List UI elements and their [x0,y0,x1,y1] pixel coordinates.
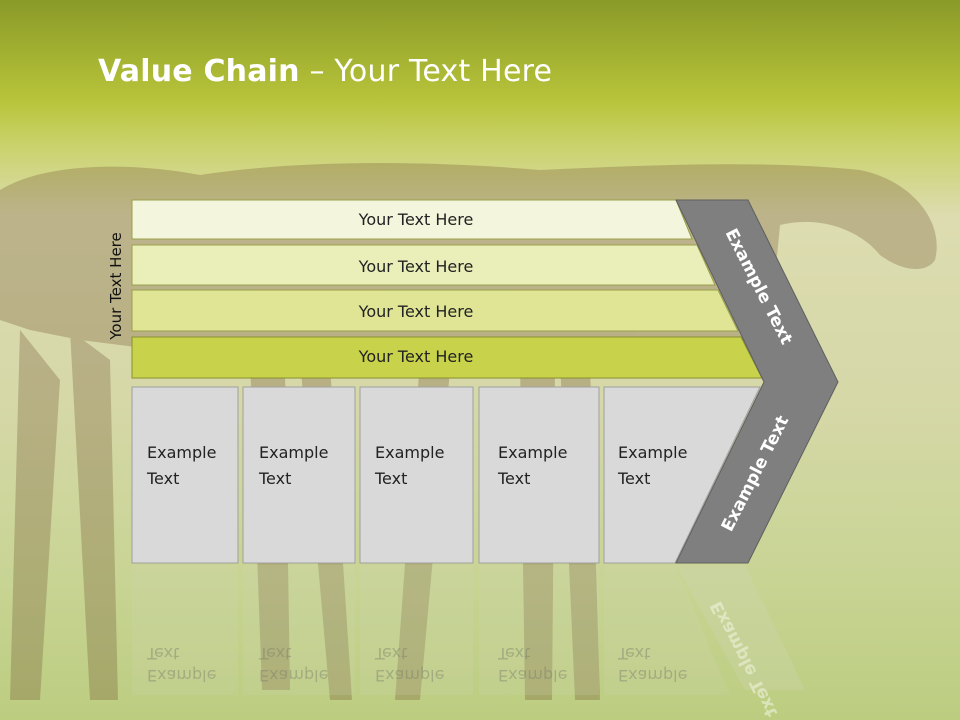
column-text-4b: Text [497,469,530,488]
reflection-text-1a: Text [146,644,179,663]
column-box-4 [478,386,600,564]
column-text-3b: Text [374,469,407,488]
row-label-3: Your Text Here [358,302,474,321]
reflection-box-3 [360,565,473,695]
column-text-5b: Text [617,469,650,488]
row-label-1: Your Text Here [358,210,474,229]
column-text-1b: Text [146,469,179,488]
title-bold: Value Chain [98,54,300,89]
row-label-2: Your Text Here [358,257,474,276]
reflection-box-2 [243,565,355,695]
reflection-text-5a: Text [617,644,650,663]
column-box-5 [603,386,761,564]
slide-title: Value Chain – Your Text Here [98,54,552,89]
column-text-2a: Example [259,443,328,462]
reflection-text-1b: Example [147,666,216,685]
title-rest: – Your Text Here [299,54,553,89]
column-text-2b: Text [258,469,291,488]
column-box-2 [242,386,356,564]
column-text-3a: Example [375,443,444,462]
reflection-text-2b: Example [259,666,328,685]
row-bar-3 [131,289,739,332]
row-bar-1 [131,199,693,240]
reflection-text-4a: Text [497,644,530,663]
column-text-5a: Example [618,443,687,462]
reflection-arrow [676,565,805,690]
column-text-4a: Example [498,443,567,462]
chevron-arrow [675,199,839,564]
reflection-text-3a: Text [374,644,407,663]
row-bar-2 [131,244,716,286]
column-box-1 [131,386,239,564]
row-label-4: Your Text Here [358,347,474,366]
reflection-box-1 [132,565,238,695]
reflection-text-4b: Example [498,666,567,685]
reflection-text-2a: Text [258,644,291,663]
reflection-text-3b: Example [375,666,444,685]
column-box-3 [359,386,474,564]
reflection-text-5b: Example [618,666,687,685]
column-text-1a: Example [147,443,216,462]
reflection-box-4 [479,565,599,695]
reflection-box-5 [604,565,730,695]
